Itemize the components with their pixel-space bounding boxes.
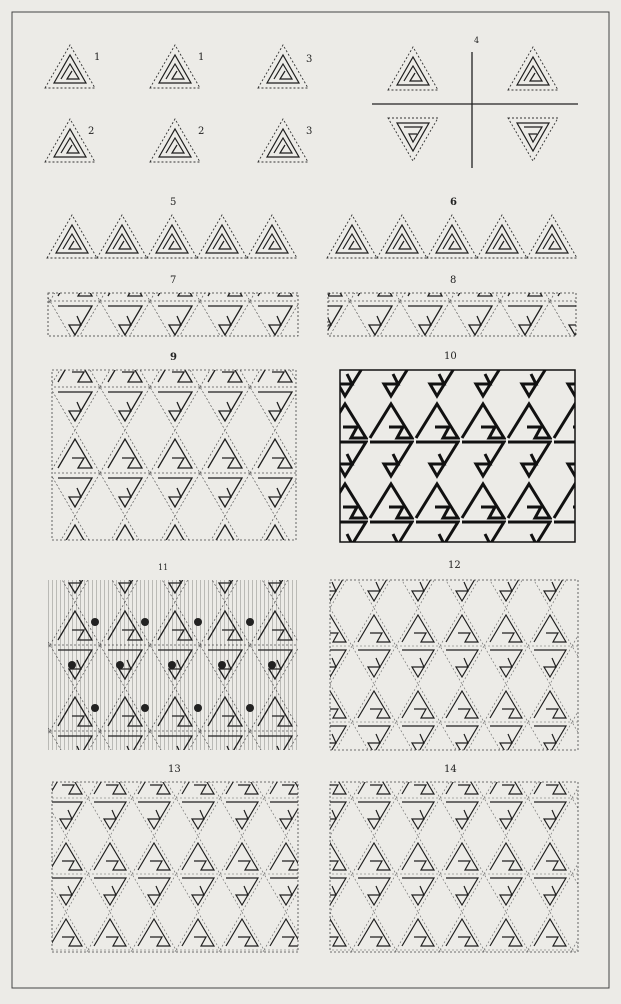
figure-8-band [327, 292, 577, 337]
figure-label-10: 10 [444, 351, 457, 362]
figure-label-7: 7 [170, 275, 177, 286]
figure-4-cross [372, 46, 578, 168]
triangle-fig-1a [44, 44, 96, 89]
figure-label-2a: 2 [88, 126, 95, 137]
figure-6-frieze [326, 214, 578, 259]
figure-label-13: 13 [168, 764, 181, 775]
figure-5-frieze [46, 214, 298, 259]
figure-14-tessellation [329, 781, 579, 953]
figure-label-9: 9 [170, 352, 177, 363]
figure-label-3b: 3 [306, 126, 313, 137]
triangle-fig-1b [149, 44, 201, 89]
figure-label-3a: 3 [306, 54, 313, 65]
figure-9-tessellation [51, 369, 297, 541]
triangle-fig-3b [257, 118, 309, 163]
figure-label-2b: 2 [198, 126, 205, 137]
figure-11-tessellation [48, 580, 298, 750]
figure-label-8: 8 [450, 275, 457, 286]
figure-label-1a: 1 [94, 52, 101, 63]
figure-13-tessellation [51, 781, 299, 953]
figure-label-14: 14 [444, 764, 457, 775]
figure-label-6: 6 [450, 197, 457, 208]
figure-label-1b: 1 [198, 52, 205, 63]
figure-label-11: 11 [158, 563, 169, 572]
figure-label-5: 5 [170, 197, 177, 208]
figure-label-12: 12 [448, 560, 461, 571]
figure-7-band [47, 292, 299, 337]
triangle-fig-2b [149, 118, 201, 163]
figure-label-4: 4 [474, 36, 480, 45]
figure-12-tessellation [329, 579, 579, 751]
triangle-fig-3a [257, 44, 309, 89]
figure-10-tessellation [339, 369, 576, 543]
plate-frame [11, 11, 610, 989]
